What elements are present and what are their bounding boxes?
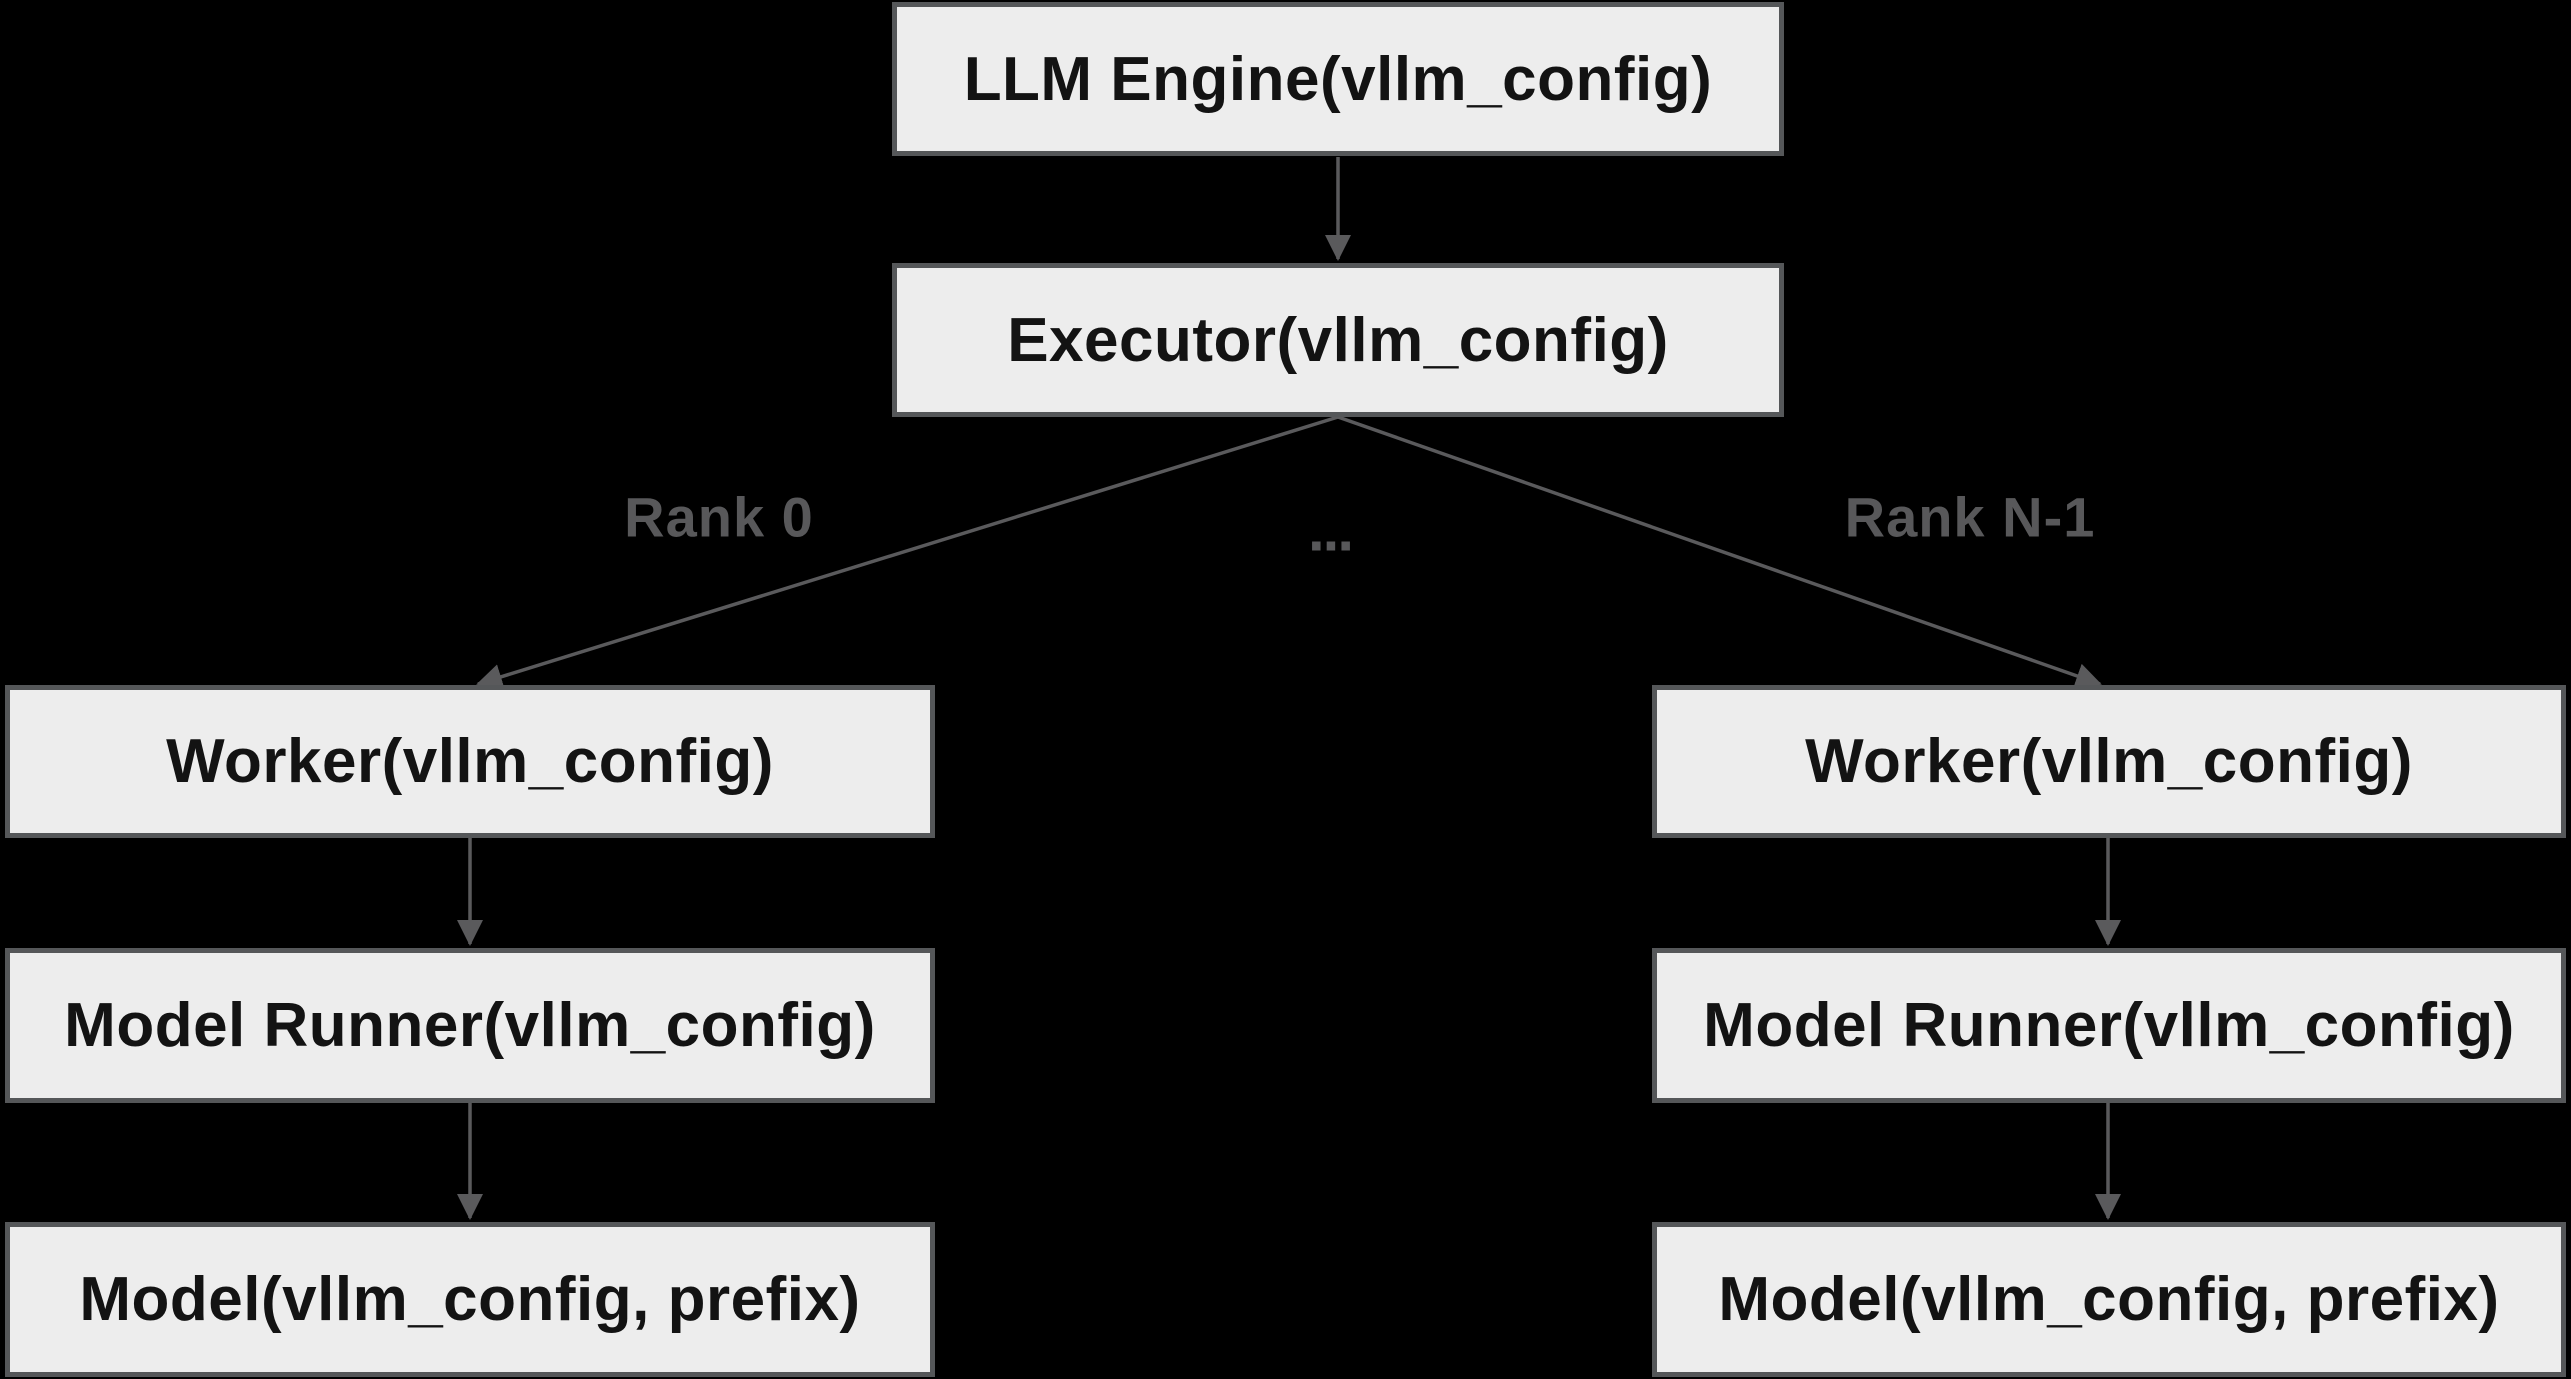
node-model-runner-rankN-label: Model Runner(vllm_config) xyxy=(1703,991,2515,1060)
node-model-rankN: Model(vllm_config, prefix) xyxy=(1652,1222,2566,1377)
node-worker-rank0: Worker(vllm_config) xyxy=(5,685,935,838)
node-model-runner-rankN: Model Runner(vllm_config) xyxy=(1652,948,2566,1103)
edge-executor-to-worker-rank0 xyxy=(476,415,1339,690)
node-model-runner-rank0-label: Model Runner(vllm_config) xyxy=(64,991,876,1060)
node-executor: Executor(vllm_config) xyxy=(892,263,1784,417)
node-llm-engine-label: LLM Engine(vllm_config) xyxy=(963,44,1713,114)
node-worker-rank0-label: Worker(vllm_config) xyxy=(166,727,774,796)
node-model-rank0-label: Model(vllm_config, prefix) xyxy=(79,1265,861,1334)
node-executor-label: Executor(vllm_config) xyxy=(1007,305,1669,375)
node-worker-rankN-label: Worker(vllm_config) xyxy=(1805,727,2413,796)
edge-executor-to-worker-rankN xyxy=(1337,415,2102,689)
node-worker-rankN: Worker(vllm_config) xyxy=(1652,685,2566,838)
node-llm-engine: LLM Engine(vllm_config) xyxy=(892,2,1784,156)
node-model-runner-rank0: Model Runner(vllm_config) xyxy=(5,948,935,1103)
node-model-rank0: Model(vllm_config, prefix) xyxy=(5,1222,935,1377)
edge-label-rank-0: Rank 0 xyxy=(624,485,814,549)
edge-label-ellipsis: ... xyxy=(1307,496,1354,564)
edge-label-rank-n-1: Rank N-1 xyxy=(1844,485,2096,549)
node-model-rankN-label: Model(vllm_config, prefix) xyxy=(1718,1265,2500,1334)
